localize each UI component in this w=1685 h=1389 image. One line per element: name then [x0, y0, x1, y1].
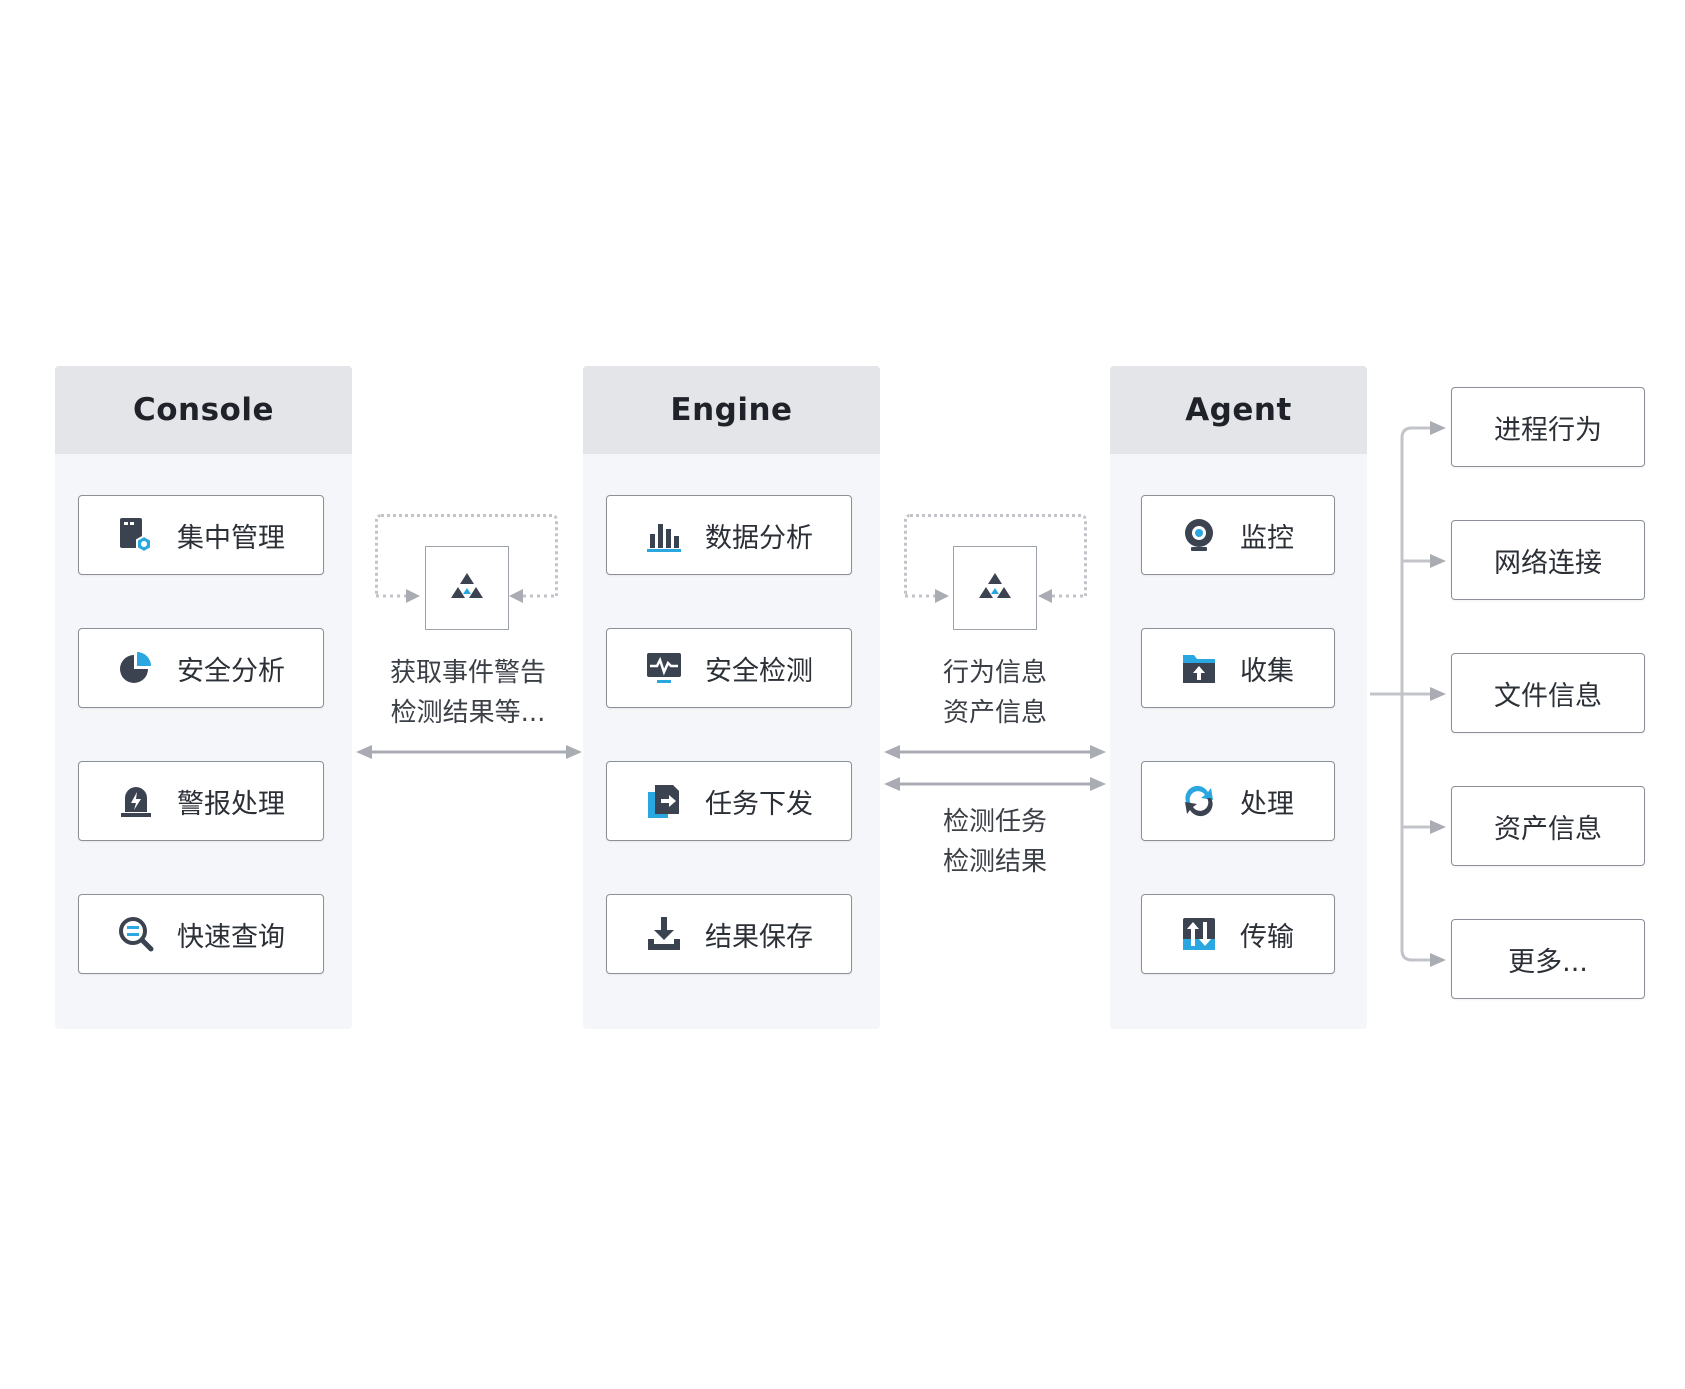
console-item-analysis[interactable]: 安全分析 [78, 628, 324, 708]
agent-item-label: 传输 [1240, 921, 1294, 953]
output-process-behavior[interactable]: 进程行为 [1451, 387, 1645, 467]
engine-item-label: 安全检测 [705, 655, 813, 687]
agent-title: Agent [1110, 366, 1367, 454]
output-label: 文件信息 [1494, 680, 1602, 712]
engine-agent-down-label-line1: 检测任务 [942, 807, 1047, 837]
agent-item-label: 收集 [1240, 655, 1294, 687]
agent-item-label: 监控 [1240, 522, 1294, 554]
output-file-info[interactable]: 文件信息 [1451, 653, 1645, 733]
alarm-icon [121, 787, 151, 817]
bar-chart-icon [647, 524, 681, 552]
agent-item-monitor[interactable]: 监控 [1141, 495, 1335, 575]
engine-title: Engine [583, 366, 880, 454]
loop-arrows-right [905, 589, 1086, 603]
monitor-pulse-icon [647, 653, 681, 683]
console-item-label: 快速查询 [177, 921, 285, 953]
output-label: 更多... [1508, 946, 1588, 978]
engine-item-label: 结果保存 [705, 921, 813, 953]
engine-item-result-save[interactable]: 结果保存 [606, 894, 852, 974]
console-engine-label-line2: 检测结果等... [390, 698, 546, 728]
management-icon [120, 518, 152, 554]
console-engine-node [425, 546, 509, 630]
loop-arrows-left [376, 589, 557, 603]
download-icon [648, 917, 680, 950]
console-item-label: 安全分析 [177, 655, 285, 687]
engine-agent-up-label-line1: 行为信息 [942, 658, 1047, 688]
output-asset-info[interactable]: 资产信息 [1451, 786, 1645, 866]
folder-upload-icon [1183, 655, 1215, 683]
console-item-search[interactable]: 快速查询 [78, 894, 324, 974]
search-icon [119, 917, 154, 952]
triangle-logo-icon [979, 573, 1011, 598]
console-engine-label: 获取事件警告 检测结果等... [378, 653, 558, 733]
webcam-icon [1185, 519, 1213, 551]
console-item-alarm[interactable]: 警报处理 [78, 761, 324, 841]
agent-item-collect[interactable]: 收集 [1141, 628, 1335, 708]
agent-item-process[interactable]: 处理 [1141, 761, 1335, 841]
output-label: 网络连接 [1494, 547, 1602, 579]
output-label: 进程行为 [1494, 414, 1602, 446]
engine-agent-down-label-line2: 检测结果 [942, 847, 1047, 877]
engine-agent-arrow-bottom [884, 777, 1106, 791]
engine-agent-up-label: 行为信息 资产信息 [905, 653, 1085, 733]
console-item-label: 集中管理 [177, 522, 285, 554]
engine-item-label: 数据分析 [705, 522, 813, 554]
engine-agent-loop [904, 514, 1087, 596]
engine-agent-down-label: 检测任务 检测结果 [905, 802, 1085, 882]
output-label: 资产信息 [1494, 813, 1602, 845]
pie-chart-icon [120, 652, 151, 683]
output-branch-lines [1370, 421, 1446, 967]
engine-agent-arrow-top [884, 745, 1106, 759]
engine-item-security-detection[interactable]: 安全检测 [606, 628, 852, 708]
output-more[interactable]: 更多... [1451, 919, 1645, 999]
engine-item-task-dispatch[interactable]: 任务下发 [606, 761, 852, 841]
console-item-label: 警报处理 [177, 788, 285, 820]
console-engine-loop [375, 514, 558, 596]
transfer-icon [1183, 918, 1215, 950]
engine-agent-node [953, 546, 1037, 630]
task-dispatch-icon [648, 785, 679, 818]
console-title: Console [55, 366, 352, 454]
agent-item-transfer[interactable]: 传输 [1141, 894, 1335, 974]
output-network-connection[interactable]: 网络连接 [1451, 520, 1645, 600]
engine-item-data-analysis[interactable]: 数据分析 [606, 495, 852, 575]
agent-item-label: 处理 [1240, 788, 1294, 820]
engine-item-label: 任务下发 [705, 788, 813, 820]
console-engine-label-line1: 获取事件警告 [389, 658, 546, 688]
console-item-management[interactable]: 集中管理 [78, 495, 324, 575]
engine-agent-up-label-line2: 资产信息 [942, 698, 1047, 728]
console-engine-arrow [356, 745, 582, 759]
triangle-logo-icon [451, 573, 483, 598]
refresh-icon [1185, 785, 1213, 817]
